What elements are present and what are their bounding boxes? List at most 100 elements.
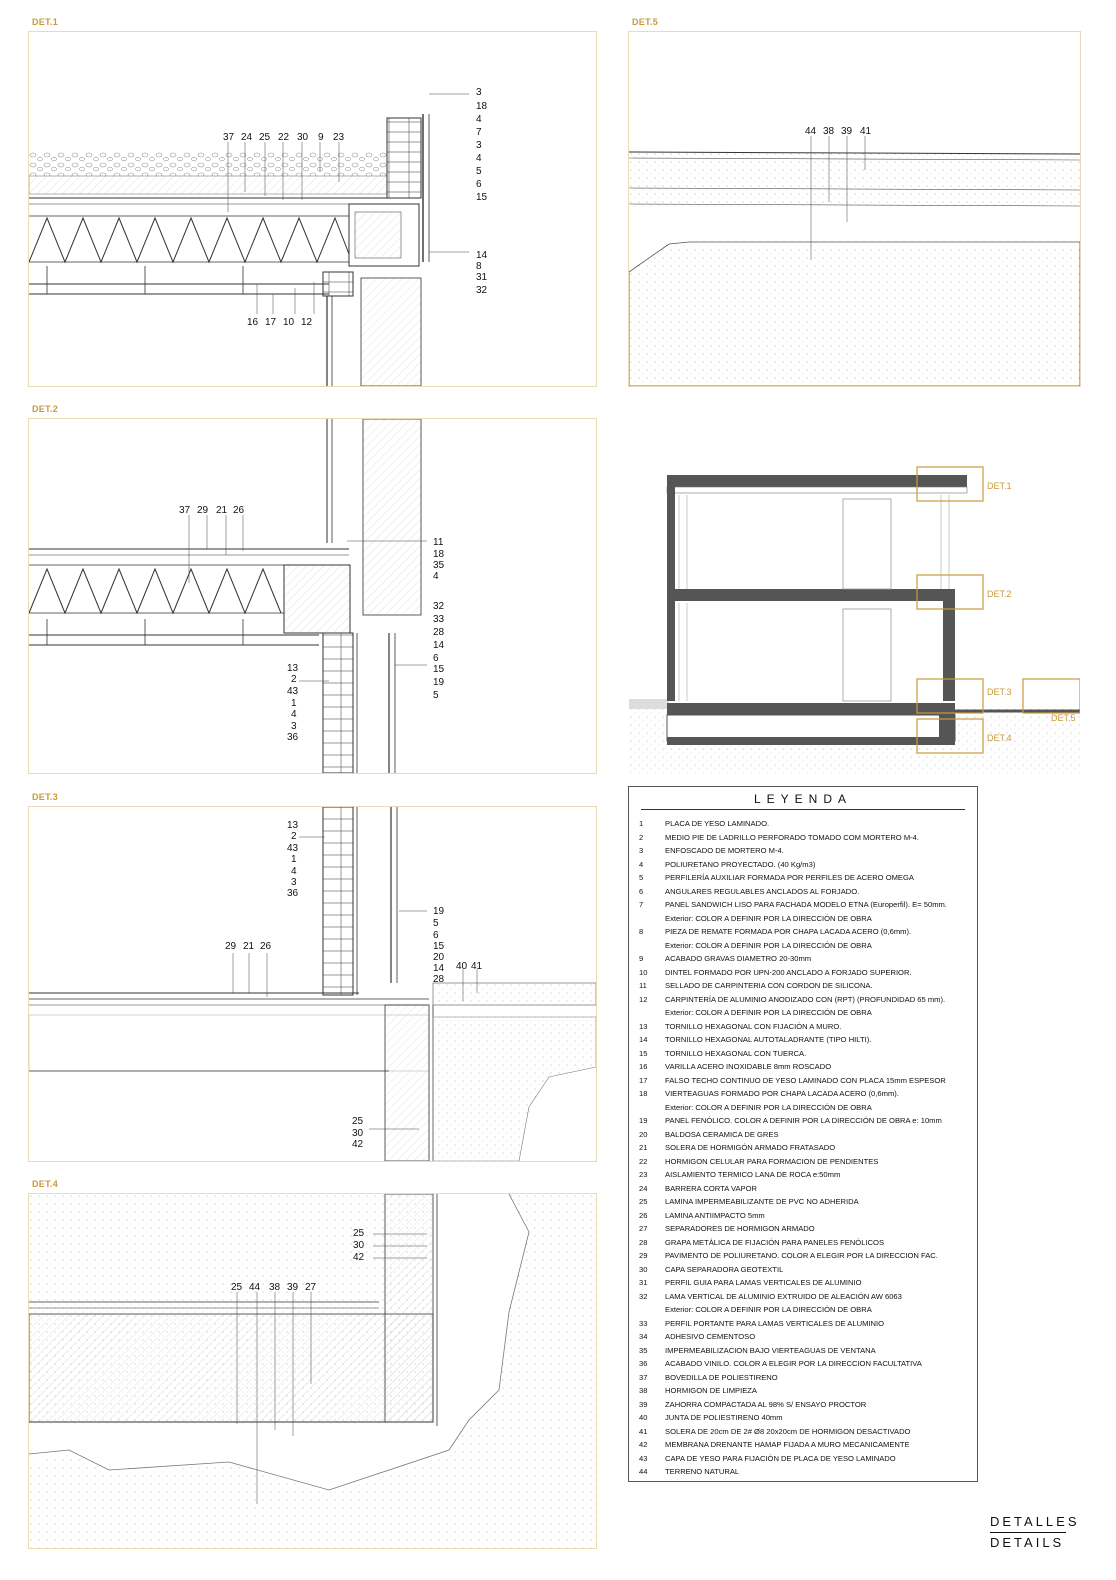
det3-callout: 4: [291, 866, 297, 877]
legend-item-text: SELLADO DE CARPINTERIA CON CORDON DE SIL…: [665, 981, 873, 990]
legend-item-text: LAMINA ANTIIMPACTO 5mm: [665, 1210, 765, 1220]
legend-item-text: SEPARADORES DE HORMIGON ARMADO: [665, 1224, 815, 1233]
section-label-det4: DET.4: [987, 733, 1012, 743]
footer-rule: [990, 1532, 1066, 1533]
legend-item-number: 16: [639, 1062, 648, 1071]
legend-item-text: ACABADO GRAVAS DIAMETRO 20-30mm: [665, 954, 812, 963]
legend-item-number: 32: [639, 1291, 648, 1301]
ground-slab: [29, 1313, 434, 1423]
legend-item-text: TORNILLO HEXAGONAL CON TUERCA.: [665, 1048, 807, 1058]
det1-callout: 3: [476, 87, 482, 98]
det2-callout: 14: [433, 640, 445, 651]
section-label-det2: DET.2: [987, 589, 1012, 599]
legend-title: LEYENDA: [753, 792, 853, 806]
section-drawing: DET.1 DET.2 DET.3 DET.5 DET.4: [629, 466, 1080, 773]
legend-item-text: Exterior: COLOR A DEFINIR POR LA DIRECCI…: [665, 940, 872, 950]
det5-box[interactable]: [1022, 678, 1080, 714]
det2-box[interactable]: [916, 574, 984, 610]
legend-item-number: 23: [639, 1170, 648, 1179]
det3-callout: 20: [433, 952, 445, 963]
legend-item-number: 24: [639, 1183, 648, 1193]
det1-callout: 23: [333, 132, 345, 143]
legend-item-number: 8: [639, 927, 644, 936]
section-key-panel: DET.1 DET.2 DET.3 DET.5 DET.4: [628, 418, 1081, 774]
det2-callout: 18: [433, 549, 445, 560]
foundation-wall: [384, 1004, 430, 1161]
legend-item-number: 19: [639, 1116, 648, 1125]
legend-item-text: BOVEDILLA DE POLIESTIRENO: [665, 1372, 778, 1382]
det4-title: DET.4: [32, 1179, 59, 1189]
det1-callout: 32: [476, 285, 488, 296]
det3-callout: 42: [352, 1139, 364, 1150]
legend-item-number: [639, 1101, 665, 1115]
det5-title: DET.5: [632, 17, 659, 27]
det1-callout: 12: [301, 317, 313, 328]
det3-callout: 14: [433, 963, 445, 974]
legend-divider: [641, 809, 965, 810]
det2-drawing: 37 29 21 26 11 18 35 4 32 33 28 14 6 15 …: [29, 419, 445, 773]
legend-item-number: 17: [639, 1075, 648, 1085]
det2-callout: 36: [287, 732, 299, 743]
legend-item-number: 12: [639, 994, 648, 1004]
det4-box[interactable]: [916, 718, 984, 754]
det1-callout: 16: [247, 317, 259, 328]
legend-item-number: 6: [639, 886, 644, 896]
legend-item-number: 15: [639, 1048, 648, 1058]
det5-callout: 41: [860, 126, 872, 137]
det3-callout: 41: [471, 961, 483, 972]
legend-item: Exterior: COLOR A DEFINIR POR LA DIRECCI…: [639, 1006, 969, 1020]
det5-panel: 44 38 39 41: [628, 31, 1081, 387]
legend-item-number: [639, 1006, 665, 1020]
legend-item-text: TORNILLO HEXAGONAL AUTOTALADRANTE (TIPO …: [665, 1035, 872, 1044]
det2-callout: 37: [179, 505, 191, 516]
legend-item-text: Exterior: COLOR A DEFINIR POR LA DIRECCI…: [665, 1102, 872, 1112]
det3-title: DET.3: [32, 792, 59, 802]
det4-callout: 30: [353, 1240, 365, 1251]
det3-box[interactable]: [916, 678, 984, 714]
det2-callout: 35: [433, 560, 445, 571]
det1-callout: 6: [476, 179, 482, 190]
det2-callout: 4: [433, 571, 439, 582]
legend-item-text: VIERTEAGUAS FORMADO POR CHAPA LACADA ACE…: [665, 1089, 899, 1098]
det5-drawing: 44 38 39 41: [629, 126, 1080, 386]
legend-item-number: 34: [639, 1332, 648, 1341]
legend-item-text: JUNTA DE POLIESTIRENO 40mm: [665, 1413, 783, 1422]
legend-item: Exterior: COLOR A DEFINIR POR LA DIRECCI…: [639, 1101, 969, 1115]
legend-item-number: 9: [639, 954, 644, 963]
legend-item-number: 5: [639, 873, 644, 882]
legend-item-text: SOLERA DE 20cm DE 2# Ø8 20x20cm DE HORMI…: [665, 1426, 911, 1436]
det1-callout: 8: [476, 261, 482, 272]
upper-wall: [362, 419, 422, 616]
legend-item-text: IMPERMEABILIZACION BAJO VIERTEAGUAS DE V…: [665, 1345, 876, 1355]
det1-callout: 10: [283, 317, 295, 328]
legend-item-number: 41: [639, 1426, 648, 1436]
legend-item-text: POLIURETANO PROYECTADO. (40 Kg/m3): [665, 859, 816, 869]
det1-callout: 15: [476, 192, 488, 203]
ground: [629, 241, 1080, 386]
legend-item-number: 38: [639, 1386, 648, 1395]
det1-box[interactable]: [916, 466, 984, 502]
legend-item-number: 43: [639, 1453, 648, 1463]
det1-callout: 4: [476, 114, 482, 125]
section-label-det5: DET.5: [1051, 713, 1076, 723]
det2-callout: 33: [433, 614, 445, 625]
det1-callout: 4: [476, 153, 482, 164]
det2-callout: 2: [291, 674, 297, 685]
legend-item-text: Exterior: COLOR A DEFINIR POR LA DIRECCI…: [665, 1008, 872, 1017]
det2-callout: 32: [433, 601, 445, 612]
legend-item-text: ACABADO VINILO. COLOR A ELEGIR POR LA DI…: [665, 1359, 922, 1368]
det1-panel: 37 24 25 22 30 9 23 3 18 4 7 3 4 5 6 15 …: [28, 31, 597, 387]
legend-item-text: AISLAMIENTO TERMICO LANA DE ROCA e:50mm: [665, 1170, 841, 1179]
legend-item-text: PLACA DE YESO LAMINADO.: [665, 819, 770, 828]
det4-panel: 25 30 42 25 44 38 39 27: [28, 1193, 597, 1549]
legend-item-text: Exterior: COLOR A DEFINIR POR LA DIRECCI…: [665, 913, 872, 923]
